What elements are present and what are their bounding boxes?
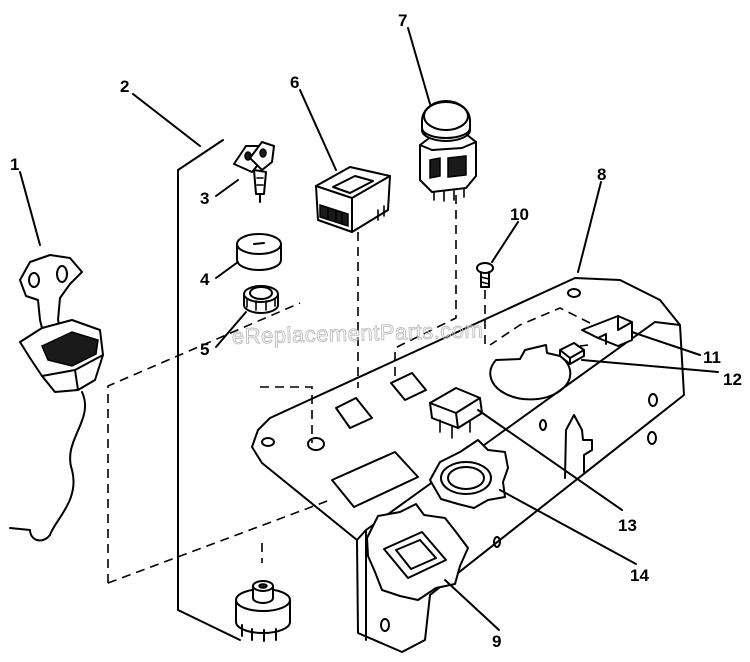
callout-13: 13 [618,516,637,535]
callout-12: 12 [723,370,742,389]
part-10-screw [476,262,494,288]
part-1-throttle-control [9,254,104,542]
callout-11: 11 [703,348,721,367]
part-8-control-panel [251,277,685,653]
callout-4: 4 [200,270,210,289]
part-3-ignition-keys [233,141,275,203]
callout-14: 14 [630,566,649,585]
callout-numbers: 1 2 3 4 5 6 7 8 9 10 11 12 13 14 [10,11,742,651]
callout-3: 3 [200,189,209,208]
part-4-key-cap [236,233,282,271]
part-9-star-washer [366,503,469,601]
ignition-switch-body [235,580,291,642]
callout-10: 10 [510,205,529,224]
part-2-bracket-line [177,139,241,641]
callout-5: 5 [200,340,209,359]
watermark-text: eReplacementParts.com [232,317,484,349]
part-12-small-clip [559,342,585,365]
part-14-lock-nut [429,439,509,509]
part-13-plug [429,387,483,439]
part-5-ignition-nut [243,285,279,314]
callout-1: 1 [10,155,19,174]
callout-7: 7 [398,11,407,30]
callout-8: 8 [597,165,606,184]
part-7-pto-switch [419,99,477,202]
callout-9: 9 [492,632,501,651]
part-6-hour-meter [315,166,391,233]
callout-6: 6 [290,73,299,92]
leader-lines [19,27,719,631]
part-11-clip [581,315,633,347]
callout-2: 2 [120,77,129,96]
